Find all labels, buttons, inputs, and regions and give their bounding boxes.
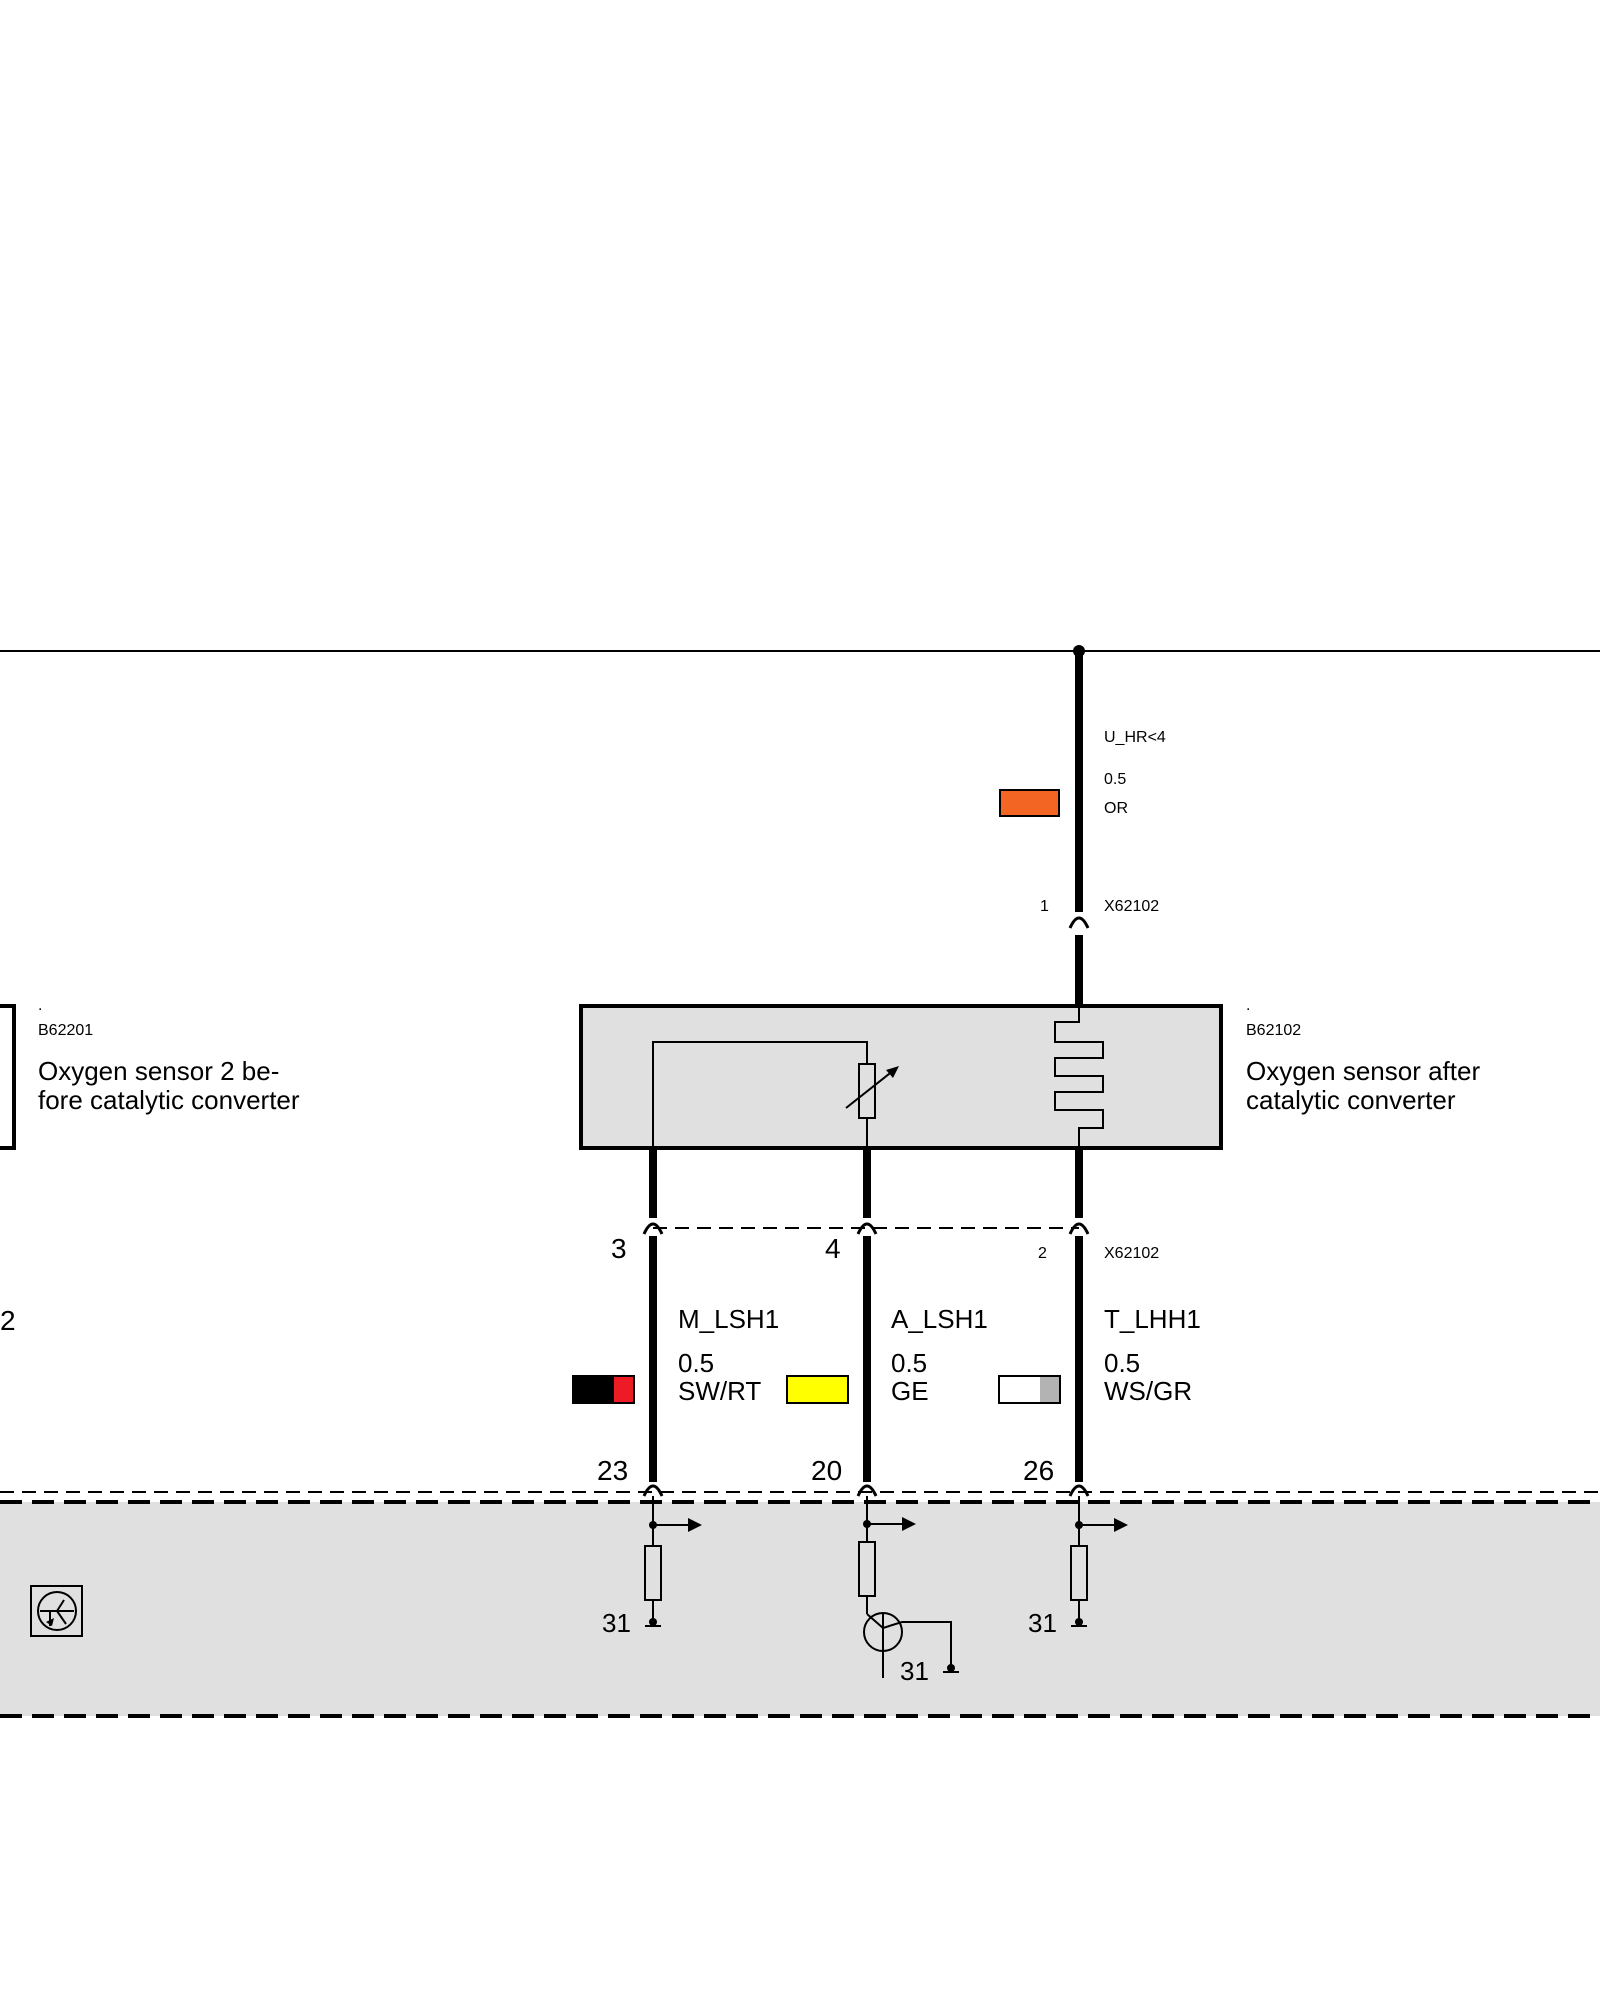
wire-swatch-2-border [786, 1375, 849, 1404]
supply-connector-symbol [1068, 916, 1090, 929]
supply-pin-label: 1 [1040, 898, 1049, 915]
wire-swatch-3-border [998, 1375, 1061, 1404]
left-component-name-line2: fore catalytic converter [38, 1085, 300, 1115]
ecu-circuit-2-resistor [858, 1541, 876, 1597]
wire-cross-section-1: 0.5 [678, 1348, 714, 1378]
ecu-circuit-1-resistor [644, 1545, 662, 1601]
wire-swatch-2-stripe [828, 1376, 848, 1403]
heater-element-icon [1054, 1006, 1104, 1148]
ecu-circuit-3-resistor [1070, 1545, 1088, 1601]
oxygen-sensor-box [579, 1004, 1223, 1150]
right-component-name-line1: Oxygen sensor after [1246, 1056, 1480, 1086]
wire-swatch-1-stripe [614, 1376, 634, 1403]
transistor-emitter [882, 1621, 903, 1629]
wire-swatch-1-main [573, 1376, 614, 1403]
ecu-circuit-2-ground-node [947, 1664, 955, 1672]
wire-cross-section-2: 0.5 [891, 1348, 927, 1378]
lower-pin-label-1: 3 [611, 1233, 627, 1264]
wire-signal-2: A_LSH1 [891, 1304, 988, 1334]
left-component-dot: . [38, 997, 42, 1014]
ecu-connector-symbol-3 [1068, 1484, 1090, 1497]
ecu-pin-label-2: 20 [811, 1455, 842, 1486]
wire-color-code-2: GE [891, 1376, 929, 1406]
right-component-name-line2: catalytic converter [1246, 1085, 1456, 1115]
ecu-pin-label-1: 23 [597, 1455, 628, 1486]
ground-label-1: 31 [602, 1608, 631, 1638]
ground-label-2: 31 [900, 1656, 929, 1686]
connector-symbol-1 [642, 1222, 664, 1235]
ecu-circuit-3-arrowhead [1114, 1518, 1128, 1532]
transistor-ground-wire [902, 1621, 952, 1666]
ground-label-3: 31 [1028, 1608, 1057, 1638]
transistor-collector [866, 1613, 884, 1629]
wire-signal-1: M_LSH1 [678, 1304, 779, 1334]
ecu-pin-label-3: 26 [1023, 1455, 1054, 1486]
ecu-circuit-3-ground-node [1075, 1618, 1083, 1626]
left-component-id: B62201 [38, 1022, 93, 1039]
ecu-connector-symbol-2 [856, 1484, 878, 1497]
wire-cross-section-3: 0.5 [1104, 1348, 1140, 1378]
wire-swatch-1-border [572, 1375, 635, 1404]
wire-swatch-2-main [787, 1376, 828, 1403]
supply-signal-label: U_HR<4 [1104, 729, 1166, 746]
variable-resistor-arrow [845, 1069, 895, 1109]
ecu-circuit-2-arrowhead [902, 1517, 916, 1531]
lower-connector-label: X62102 [1104, 1245, 1159, 1262]
ecu-connector-symbol-1 [642, 1484, 664, 1497]
right-component-id: B62102 [1246, 1022, 1301, 1039]
ecu-circuit-1-arrowhead [688, 1518, 702, 1532]
ecu-transistor-symbol-icon [30, 1585, 83, 1637]
lower-pin-label-2: 4 [825, 1233, 841, 1264]
right-component-dot: . [1246, 997, 1250, 1014]
left-component-box [0, 1004, 16, 1150]
supply-cross-section: 0.5 [1104, 771, 1126, 788]
lower-pin-label-3: 2 [1038, 1245, 1047, 1262]
connector-symbol-2 [856, 1222, 878, 1235]
ecu-circuit-1-ground-node [649, 1618, 657, 1626]
left-edge-label: 2 [0, 1305, 16, 1336]
supply-color-swatch [999, 789, 1060, 817]
supply-connector-label: X62102 [1104, 898, 1159, 915]
wire-swatch-3-stripe [1040, 1376, 1060, 1403]
wire-color-code-3: WS/GR [1104, 1376, 1192, 1406]
wire-swatch-3-main [999, 1376, 1040, 1403]
wire-color-code-1: SW/RT [678, 1376, 761, 1406]
sensor-internal-wire [652, 1041, 868, 1148]
variable-resistor-arrowhead [886, 1066, 899, 1078]
supply-color-code: OR [1104, 800, 1128, 817]
left-component-name-line1: Oxygen sensor 2 be- [38, 1056, 279, 1086]
connector-symbol-3 [1068, 1222, 1090, 1235]
wire-signal-3: T_LHH1 [1104, 1304, 1201, 1334]
ecu-box [0, 1502, 1600, 1716]
